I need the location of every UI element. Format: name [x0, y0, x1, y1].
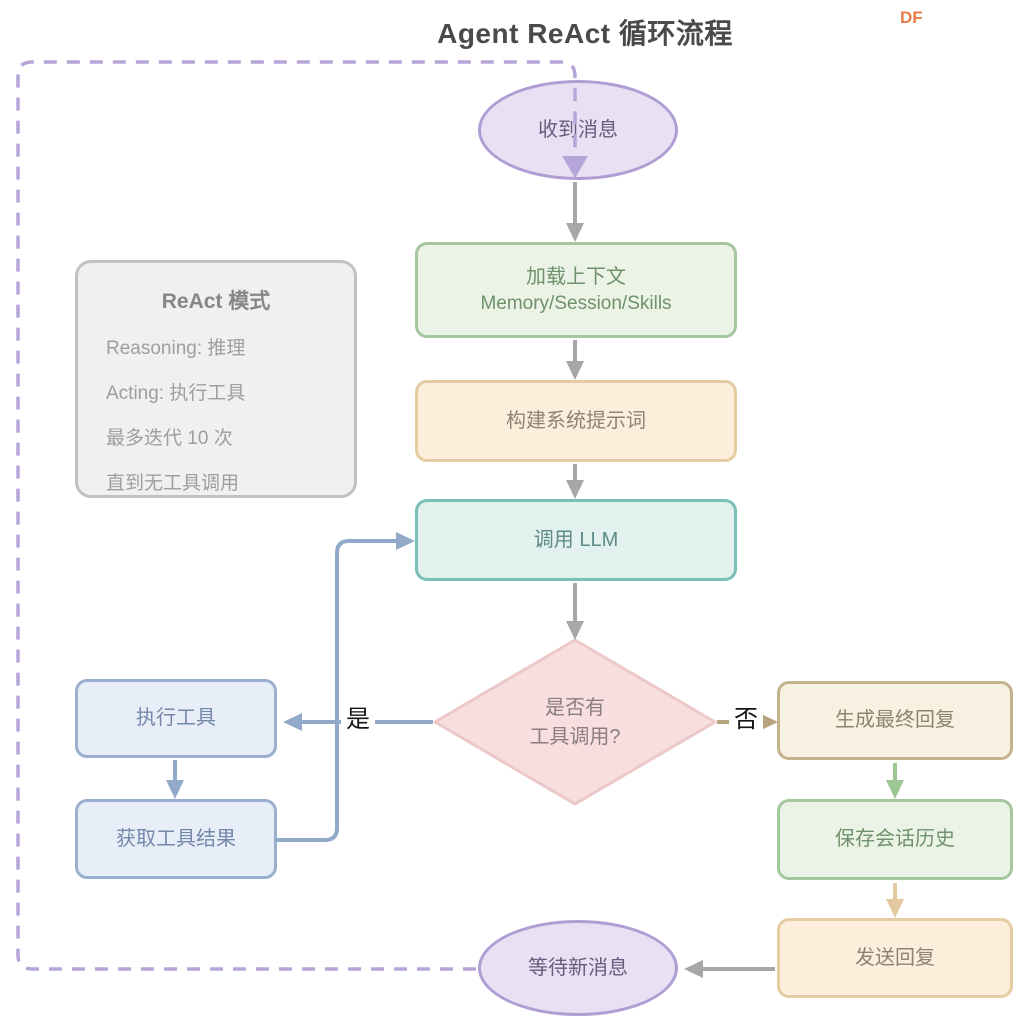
node-final-reply: 生成最终回复	[777, 681, 1013, 760]
edge-prompt-llm-arrowhead-icon	[566, 480, 584, 499]
note-lines: Reasoning: 推理 Acting: 执行工具 最多迭代 10 次 直到无…	[78, 333, 354, 495]
edge-start-load-arrowhead-icon	[566, 223, 584, 242]
node-send-reply-label: 发送回复	[855, 946, 935, 969]
edge-save-send-arrowhead-icon	[886, 899, 904, 918]
note-line-reasoning: Reasoning: 推理	[106, 338, 246, 359]
note-line-until: 直到无工具调用	[106, 473, 240, 494]
node-build-prompt: 构建系统提示词	[415, 380, 737, 462]
node-build-prompt-label: 构建系统提示词	[506, 409, 646, 432]
df-logo: DF	[900, 8, 923, 27]
node-wait-new-message: 等待新消息	[478, 920, 678, 1016]
edge-final-save-arrowhead-icon	[886, 780, 904, 799]
node-decision-line1: 是否有	[545, 697, 605, 719]
node-send-reply: 发送回复	[777, 918, 1013, 998]
edge-load-prompt-arrowhead-icon	[566, 361, 584, 380]
page-title: Agent ReAct 循环流程	[437, 18, 733, 49]
node-load-context-line1: 加载上下文	[526, 265, 626, 288]
node-decision: 是否有 工具调用?	[475, 680, 675, 766]
note-line-max-iter: 最多迭代 10 次	[106, 428, 233, 449]
edge-result-llm-loop	[277, 539, 397, 842]
node-save-history: 保存会话历史	[777, 799, 1013, 880]
node-load-context: 加载上下文 Memory/Session/Skills	[415, 242, 737, 338]
node-start-label: 收到消息	[538, 118, 618, 141]
node-get-tool-result: 获取工具结果	[75, 799, 277, 879]
note-line-acting: Acting: 执行工具	[106, 383, 246, 404]
node-exec-tool: 执行工具	[75, 679, 277, 758]
node-exec-tool-label: 执行工具	[136, 707, 216, 729]
react-mode-note: ReAct 模式 Reasoning: 推理 Acting: 执行工具 最多迭代…	[75, 260, 357, 498]
node-call-llm: 调用 LLM	[415, 499, 737, 581]
node-load-context-line2: Memory/Session/Skills	[480, 292, 672, 314]
node-start: 收到消息	[478, 80, 678, 180]
edge-exec-result-arrowhead-icon	[166, 780, 184, 799]
node-save-history-label: 保存会话历史	[835, 828, 955, 850]
node-decision-line2: 工具调用?	[529, 726, 621, 748]
node-wait-new-message-label: 等待新消息	[528, 956, 628, 979]
node-get-tool-result-label: 获取工具结果	[116, 827, 236, 850]
edge-label-no: 否	[729, 703, 763, 737]
edge-result-llm-arrowhead-icon	[396, 532, 415, 550]
node-call-llm-label: 调用 LLM	[533, 528, 619, 551]
note-title: ReAct 模式	[161, 290, 271, 313]
node-final-reply-label: 生成最终回复	[835, 709, 955, 731]
edge-decision-exec-arrowhead-icon	[283, 713, 302, 731]
edge-send-wait-arrowhead-icon	[684, 960, 703, 978]
edge-label-yes: 是	[341, 703, 375, 737]
